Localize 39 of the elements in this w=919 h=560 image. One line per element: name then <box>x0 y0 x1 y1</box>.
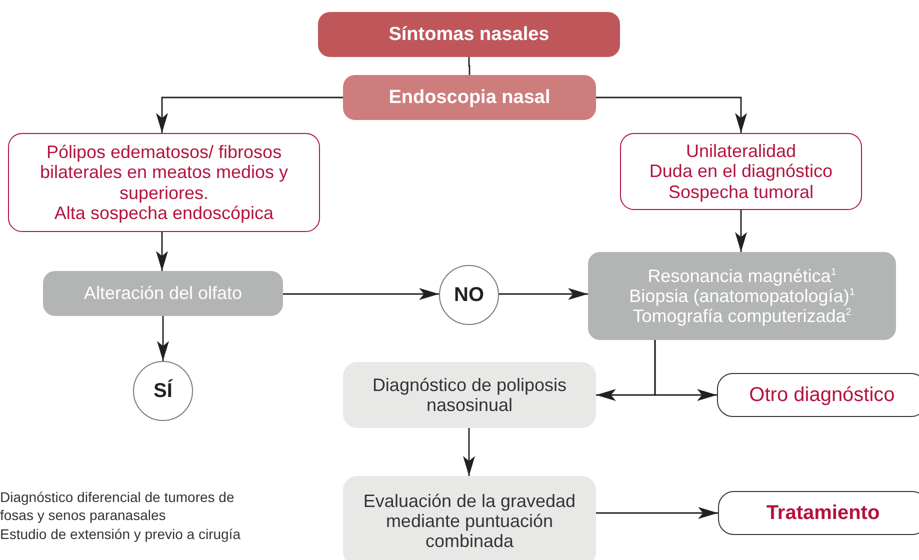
box-text: Duda en el diagnóstico <box>649 161 833 182</box>
box-text: Resonancia magnética$^{1}$ <box>648 266 836 286</box>
arrow <box>156 96 343 133</box>
box-text: Unilateralidad <box>686 141 796 162</box>
box-text: Endoscopia nasal <box>388 86 550 108</box>
box-text: Otro diagnóstico <box>749 384 895 406</box>
arrow <box>654 340 717 401</box>
arrow <box>156 232 168 271</box>
box-text: Tomografía computerizada$^{2}$ <box>632 306 852 326</box>
box-text: SÍ <box>154 380 172 402</box>
box-text: Tratamiento <box>766 502 880 524</box>
arrow <box>499 288 588 300</box>
arrow <box>283 288 439 300</box>
box-text: Evaluación de la gravedad mediante puntuación combinada <box>362 490 577 552</box>
box-text: Biopsia (anatomopatología)$^{1}$ <box>629 286 855 306</box>
box-text: Alta sospecha endoscópica <box>54 202 274 223</box>
arrow <box>596 507 718 519</box>
footnote: Diagnóstico diferencial de tumores de fosas y senos paranasales <box>0 488 236 524</box>
outcome-box <box>718 491 919 535</box>
arrow <box>463 428 475 476</box>
box-text: Sospecha tumoral <box>668 182 814 202</box>
condition-box <box>8 133 320 232</box>
start-box <box>318 12 620 57</box>
test-box <box>588 252 896 340</box>
evaluation-box <box>343 476 596 560</box>
decision-box <box>43 271 283 316</box>
condition-box <box>620 133 862 210</box>
box-text: Diagnóstico de poliposis nasosinual <box>371 374 568 416</box>
arrow <box>735 210 747 252</box>
box-text: Alteración del olfato <box>84 283 242 304</box>
outcome-box <box>717 373 919 417</box>
box-text: Síntomas nasales <box>388 24 550 46</box>
arrow <box>596 96 747 133</box>
box-text: Pólipos edematosos/ fibrosos bilaterales en meatos medios y superiores. <box>38 142 290 203</box>
footnote: Estudio de extensión y previo a cirugía <box>0 525 242 544</box>
arrow <box>157 316 169 361</box>
box-text: NO <box>454 284 484 306</box>
diagnosis-box <box>343 362 596 428</box>
process-box <box>343 75 596 120</box>
